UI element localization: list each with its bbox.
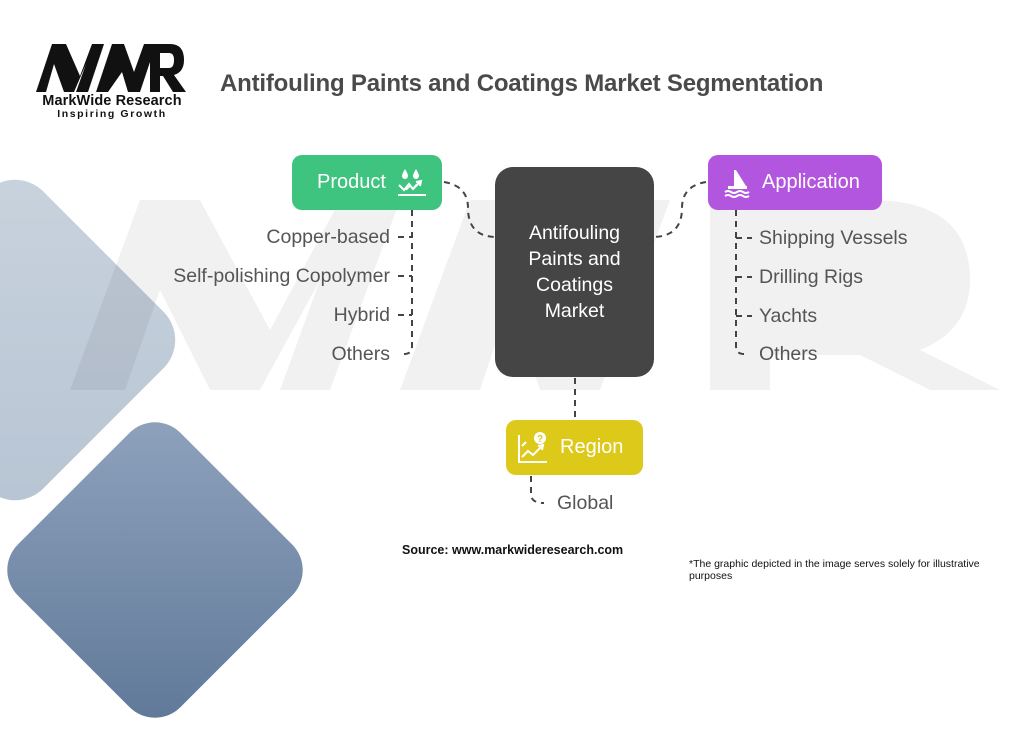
source-text: Source: www.markwideresearch.com <box>402 543 624 557</box>
application-item: Shipping Vessels <box>759 227 908 249</box>
region-item: Global <box>557 492 614 514</box>
center-node-market: Antifouling Paints and Coatings Market <box>495 167 654 377</box>
water-drops-growth-icon <box>397 168 426 196</box>
application-item: Others <box>759 343 818 365</box>
center-line-2: Paints and <box>528 248 621 270</box>
center-line-4: Market <box>544 300 605 322</box>
application-item: Yachts <box>759 305 818 327</box>
segment-region-label: Region <box>560 436 624 458</box>
segment-region[interactable]: ? Region <box>506 420 643 475</box>
logo-tagline: Inspiring Growth <box>57 108 167 120</box>
segment-application[interactable]: Application <box>708 155 882 210</box>
disclaimer-text: *The graphic depicted in the image serve… <box>689 558 980 582</box>
sailboat-icon <box>724 169 750 198</box>
product-item: Hybrid <box>333 304 390 326</box>
segment-product-label: Product <box>317 171 386 193</box>
page-title: Antifouling Paints and Coatings Market S… <box>220 70 824 97</box>
application-item: Drilling Rigs <box>759 266 864 288</box>
logo-company-name: MarkWide Research <box>42 93 182 109</box>
svg-text:?: ? <box>537 434 543 445</box>
segment-application-label: Application <box>762 171 860 193</box>
segment-product[interactable]: Product <box>292 155 442 210</box>
center-line-1: Antifouling <box>528 222 621 244</box>
product-item: Self-polishing Copolymer <box>173 265 390 287</box>
chart-question-icon: ? <box>518 431 547 463</box>
connector-lines <box>398 181 752 504</box>
center-line-3: Coatings <box>536 274 613 296</box>
mwr-logo-icon <box>36 44 186 92</box>
product-item: Copper-based <box>266 226 390 248</box>
product-item: Others <box>331 343 390 365</box>
